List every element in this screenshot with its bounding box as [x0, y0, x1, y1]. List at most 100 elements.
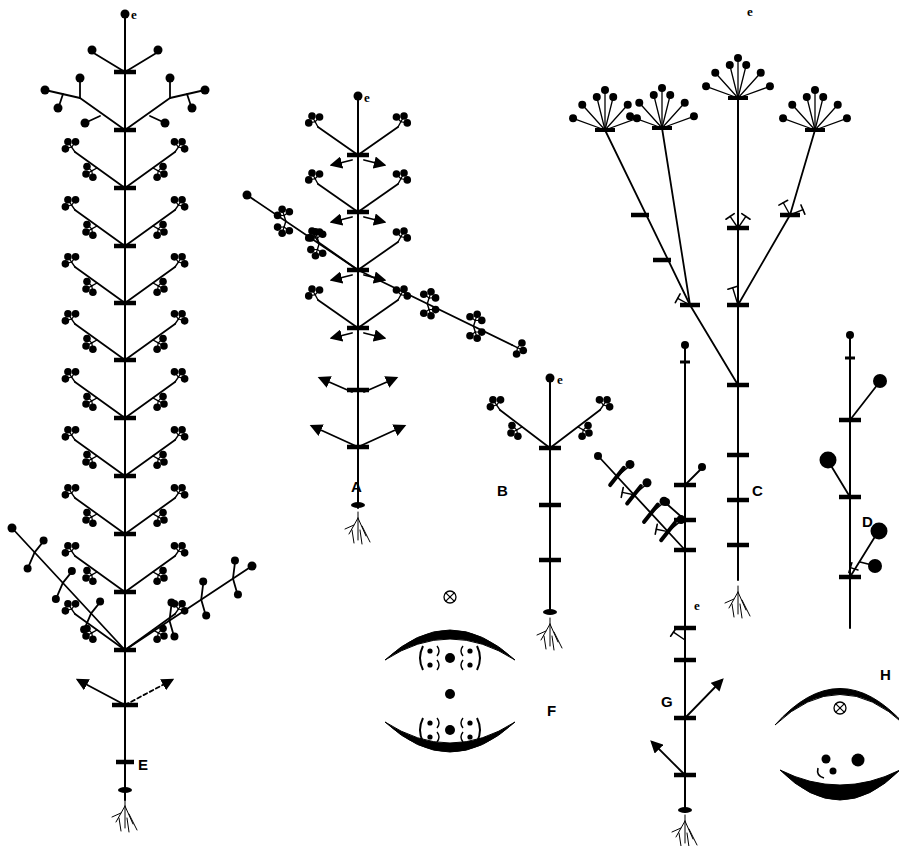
- growth-arrow: [364, 160, 384, 165]
- axis-line: [729, 592, 738, 608]
- flower-dot: [305, 119, 313, 127]
- flower-dot: [41, 86, 50, 95]
- axis-line: [175, 493, 178, 498]
- flower-dot: [585, 429, 593, 437]
- axis-line: [358, 270, 512, 345]
- flower-dot: [811, 86, 819, 94]
- flower-dot: [819, 93, 827, 101]
- flower-dot: [160, 285, 168, 293]
- axis-line: [621, 488, 623, 498]
- axis-line: [125, 52, 158, 72]
- axis-line: [446, 593, 454, 601]
- axis-line: [72, 551, 75, 556]
- flower-dot: [160, 342, 168, 350]
- apex-label: e: [131, 7, 137, 23]
- flower-dot: [519, 347, 527, 355]
- node-bar: [727, 453, 749, 458]
- axis-line: [398, 237, 401, 242]
- flower-dot: [153, 231, 161, 239]
- growth-arrow: [125, 680, 172, 705]
- flower-dot: [160, 170, 168, 178]
- flower-dot: [432, 306, 440, 314]
- flower-dot: [478, 317, 486, 325]
- flower-dot: [62, 549, 70, 557]
- axis-line: [671, 628, 677, 636]
- axis-line: [500, 410, 550, 448]
- cotyledon: [543, 609, 557, 615]
- axis-line: [549, 378, 551, 612]
- flower-dot: [159, 393, 167, 401]
- flower-dot: [286, 227, 294, 235]
- axis-line: [604, 92, 605, 130]
- axis-line: [75, 152, 125, 188]
- flower-dot: [308, 169, 316, 177]
- axis-line: [349, 518, 358, 534]
- figure-letter: H: [880, 666, 891, 683]
- flower-dot: [726, 61, 734, 69]
- axis-line: [358, 184, 398, 212]
- flower-dot: [64, 310, 72, 318]
- flower-dot: [467, 720, 472, 725]
- axis-line: [72, 435, 75, 440]
- growth-arrow: [332, 160, 352, 165]
- axis-line: [345, 525, 354, 529]
- flower-dot: [788, 101, 796, 109]
- flower-dot: [181, 145, 189, 153]
- flower-dot: [871, 523, 888, 540]
- flower-dot: [89, 345, 97, 353]
- axis-line: [807, 97, 815, 130]
- flower-dot: [188, 104, 197, 113]
- axis-line: [92, 52, 125, 72]
- apex-label: e: [364, 90, 370, 106]
- flower-dot: [62, 260, 70, 268]
- axis-line: [153, 226, 158, 229]
- flower-dot: [8, 524, 17, 533]
- flower-dot: [171, 253, 179, 261]
- axis-line: [318, 127, 358, 155]
- flower-dot: [594, 452, 602, 460]
- axis-line: [497, 405, 500, 410]
- axis-line: [352, 530, 354, 543]
- axis-line: [75, 614, 125, 650]
- axis-line: [740, 604, 742, 618]
- axis-line: [554, 632, 562, 648]
- growth-arrow: [364, 333, 384, 338]
- axis-line: [75, 440, 125, 476]
- flower-dot: [626, 112, 634, 120]
- flower-dot: [82, 285, 90, 293]
- axis-line: [730, 65, 738, 98]
- flower-dot: [830, 768, 837, 775]
- flower-dot: [159, 451, 167, 459]
- axis-line: [814, 92, 815, 130]
- flower-dot: [178, 310, 186, 318]
- flower-dot: [89, 173, 97, 181]
- axis-line: [836, 704, 844, 712]
- flower-dot: [643, 478, 652, 487]
- flower-dot: [593, 93, 601, 101]
- flower-dot: [82, 170, 90, 178]
- flower-dot: [62, 317, 70, 325]
- axis-line: [790, 130, 815, 215]
- floral-part: [780, 770, 899, 800]
- axis-line: [836, 704, 844, 712]
- axis-line: [92, 456, 97, 459]
- floral-part: [437, 646, 439, 656]
- flower-dot: [72, 484, 80, 492]
- flower-dot: [307, 246, 315, 254]
- flower-dot: [445, 689, 455, 699]
- flower-dot: [83, 221, 91, 229]
- flower-dot: [72, 253, 80, 261]
- flower-dot: [822, 755, 831, 764]
- axis-line: [72, 609, 75, 614]
- axis-line: [790, 210, 803, 215]
- flower-dot: [606, 403, 614, 411]
- flower-dot: [178, 253, 186, 261]
- flower-dot: [508, 422, 516, 430]
- flower-dot: [64, 484, 72, 492]
- axis-line: [92, 283, 97, 286]
- flower-dot: [478, 328, 486, 336]
- flower-dot: [473, 311, 481, 319]
- flower-dot: [624, 101, 632, 109]
- axis-line: [153, 572, 158, 575]
